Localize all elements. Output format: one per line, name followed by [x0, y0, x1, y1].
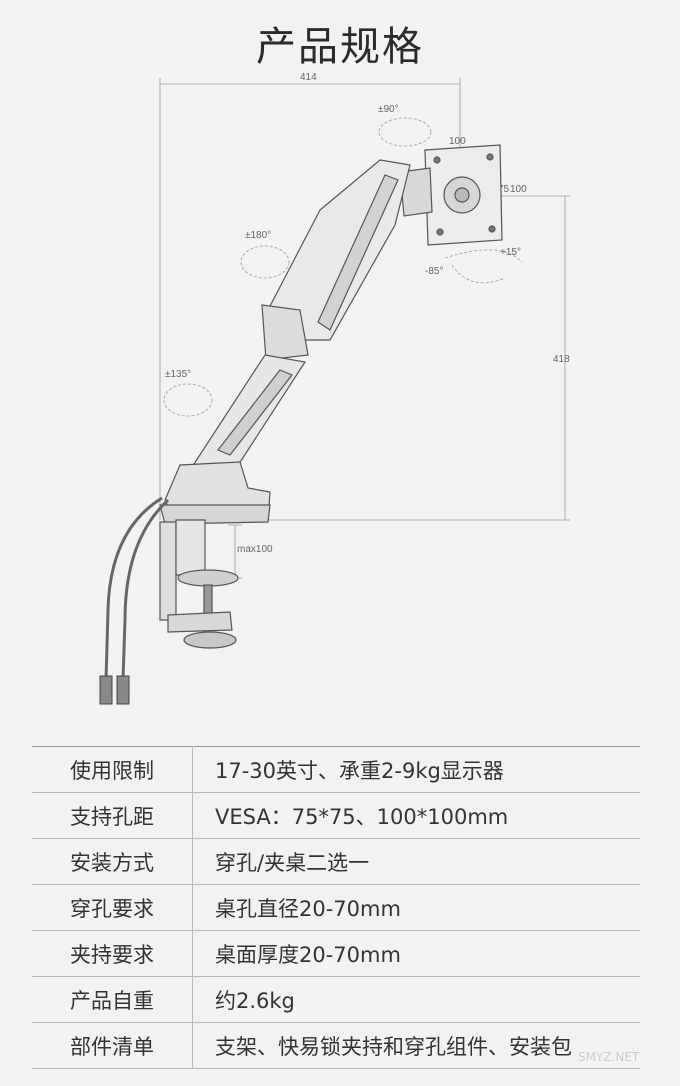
spec-label-vesa: 支持孔距	[32, 792, 193, 839]
usb-cables	[104, 496, 170, 681]
spec-table: 使用限制 17-30英寸、承重2-9kg显示器 支持孔距 VESA：75*75、…	[32, 746, 640, 1069]
spec-label-weight: 产品自重	[32, 976, 193, 1023]
rotation-135-label: ±135°	[165, 369, 191, 380]
spec-label-usage: 使用限制	[32, 746, 193, 793]
spec-value-usage: 17-30英寸、承重2-9kg显示器	[192, 746, 640, 793]
table-row: 夹持要求 桌面厚度20-70mm	[32, 930, 640, 977]
rotation-arrows	[163, 117, 523, 417]
product-dimension-diagram: 414 418 100 75 75 100 max100 ±90° ±180° …	[99, 72, 570, 705]
clamp-max-label: max100	[237, 544, 273, 555]
width-dimension-label: 414	[300, 72, 317, 83]
table-row: 穿孔要求 桌孔直径20-70mm	[32, 884, 640, 931]
rotation-90-label: ±90°	[378, 104, 399, 115]
page-title: 产品规格	[256, 24, 424, 70]
spec-label-grommet: 穿孔要求	[32, 884, 193, 931]
tilt-down-label: -85°	[425, 266, 443, 277]
table-row: 部件清单 支架、快易锁夹持和穿孔组件、安装包	[32, 1022, 640, 1069]
tilt-up-label: +15°	[500, 247, 521, 258]
spec-value-parts: 支架、快易锁夹持和穿孔组件、安装包	[192, 1022, 640, 1069]
spec-value-weight: 约2.6kg	[192, 976, 640, 1023]
spec-value-clamp: 桌面厚度20-70mm	[192, 930, 640, 977]
table-row: 产品自重 约2.6kg	[32, 976, 640, 1023]
usb-connectors	[99, 675, 130, 705]
watermark: SMYZ.NET	[578, 1050, 640, 1064]
spec-label-clamp: 夹持要求	[32, 930, 193, 977]
table-row: 使用限制 17-30英寸、承重2-9kg显示器	[32, 746, 640, 793]
spec-label-install: 安装方式	[32, 838, 193, 885]
monitor-arm-drawing	[159, 144, 503, 649]
vesa-100-top-label: 100	[449, 136, 466, 147]
vesa-100-side-label: 100	[510, 184, 527, 195]
spec-value-grommet: 桌孔直径20-70mm	[192, 884, 640, 931]
table-row: 支持孔距 VESA：75*75、100*100mm	[32, 792, 640, 839]
spec-value-vesa: VESA：75*75、100*100mm	[192, 792, 640, 839]
spec-label-parts: 部件清单	[32, 1022, 193, 1069]
vesa-75-side-label: 75	[498, 184, 510, 195]
rotation-180-label: ±180°	[245, 230, 271, 241]
spec-value-install: 穿孔/夹桌二选一	[192, 838, 640, 885]
table-row: 安装方式 穿孔/夹桌二选一	[32, 838, 640, 885]
height-dimension-label: 418	[553, 354, 570, 365]
